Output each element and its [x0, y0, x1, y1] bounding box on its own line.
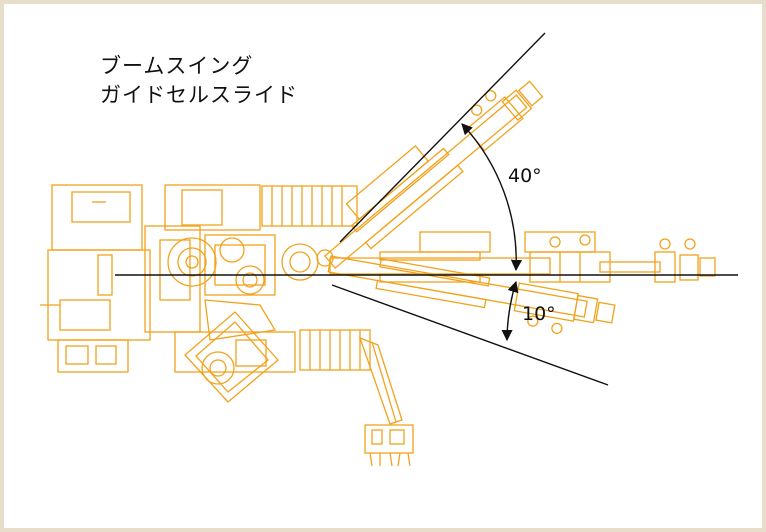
angle-label-10: 10°	[522, 303, 556, 325]
title-guide-cell-slide: ガイドセルスライド	[100, 83, 298, 107]
machine-body	[40, 184, 414, 467]
arc-40-degrees	[461, 123, 523, 272]
arc-10-degrees	[501, 280, 519, 342]
upper-boom-axis-line	[339, 32, 546, 243]
diagram-title: ブームスイング ガイドセルスライド	[100, 52, 298, 110]
reference-lines	[115, 32, 738, 386]
boom-lower-swung	[327, 255, 616, 335]
title-boom-swing: ブームスイング	[100, 54, 254, 78]
angle-arcs	[461, 123, 523, 342]
angle-label-40: 40°	[508, 165, 542, 187]
lower-boom-axis-line	[331, 284, 609, 386]
